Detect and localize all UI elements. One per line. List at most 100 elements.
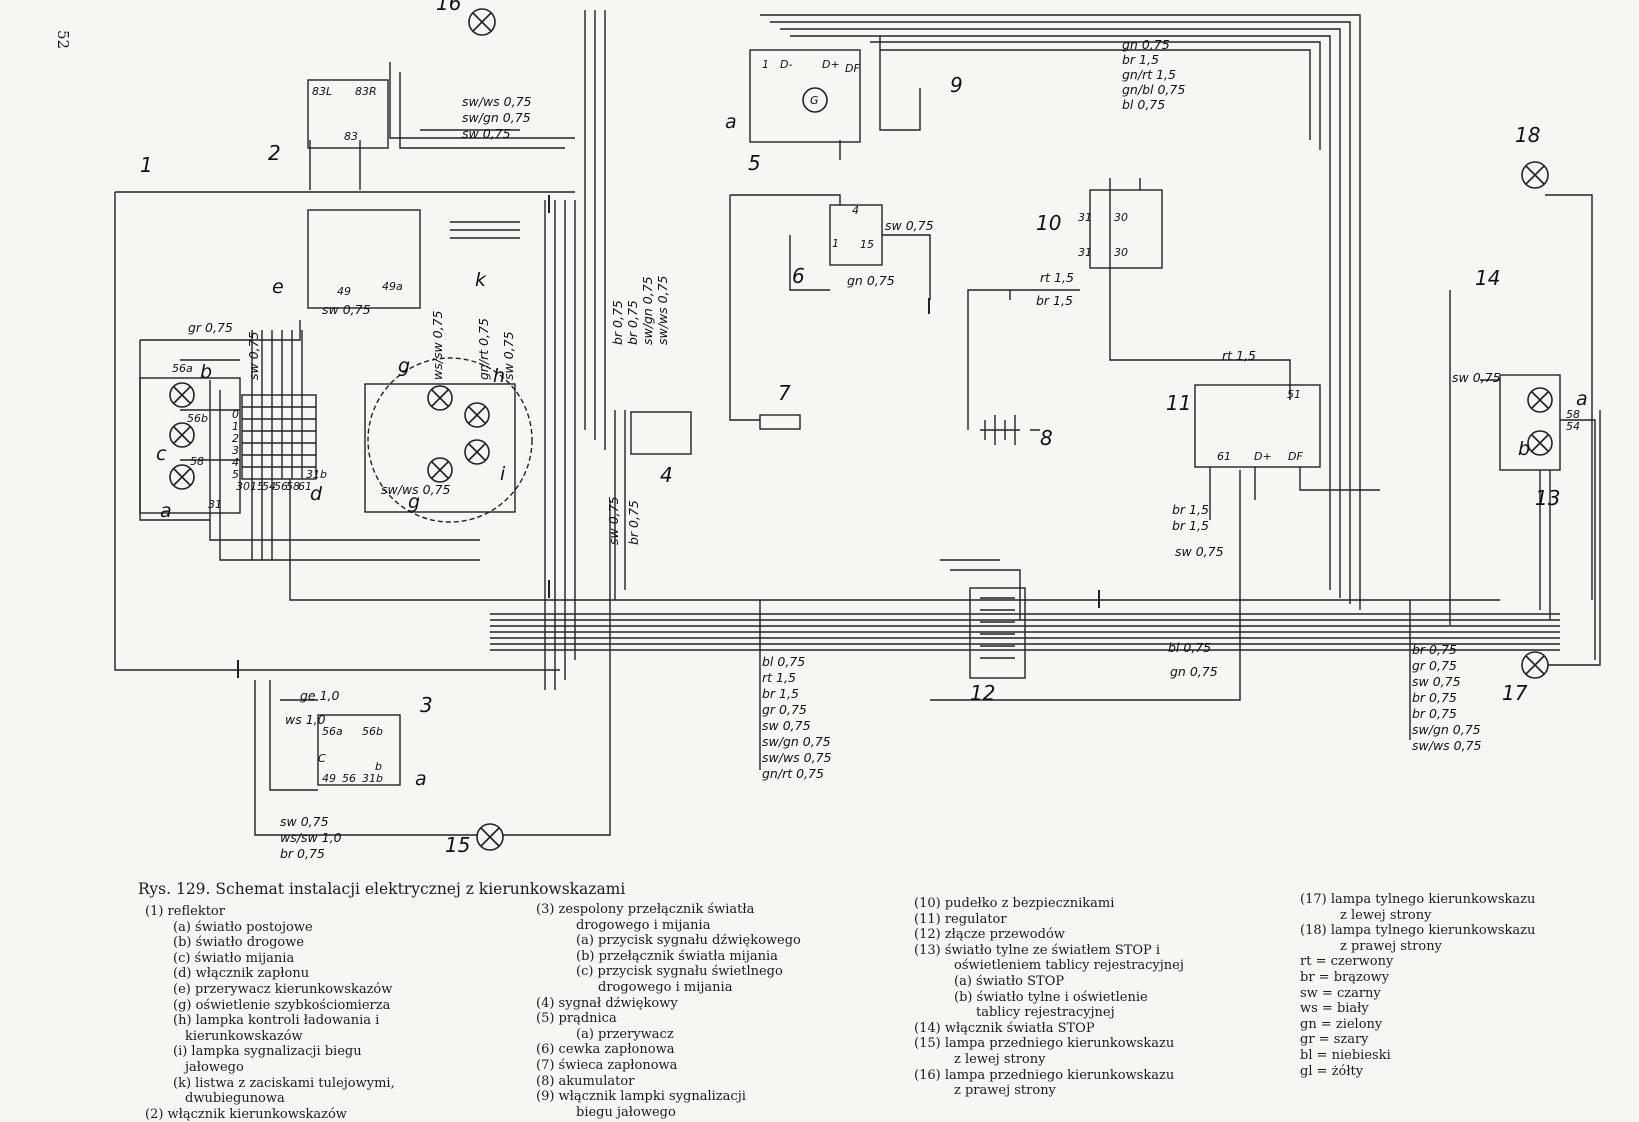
label-17: 17: [1502, 681, 1528, 705]
svg-text:sw/ws 0,75: sw/ws 0,75: [655, 275, 670, 345]
legend-item: ws = biały: [1300, 1001, 1369, 1017]
legend-item: rt = czerwony: [1300, 954, 1394, 970]
letter-g1: g: [398, 355, 410, 377]
legend-item: (a) światło postojowe: [173, 919, 313, 935]
legend-item: bl = niebieski: [1300, 1047, 1391, 1063]
svg-text:30: 30: [1114, 246, 1128, 259]
svg-text:br 0,75: br 0,75: [625, 300, 640, 345]
svg-text:gr 0,75: gr 0,75: [1412, 658, 1457, 673]
label-3: 3: [420, 693, 433, 717]
lamp-13a-icon: [1527, 387, 1553, 413]
legend-item: sw = czarny: [1300, 985, 1381, 1001]
svg-text:br 0,75: br 0,75: [626, 500, 641, 545]
label-15: 15: [445, 833, 470, 857]
svg-text:ws 1,0: ws 1,0: [285, 712, 326, 727]
lamp-h-icon: [464, 402, 490, 428]
legend-item: (g) oświetlenie szybkościomierza: [173, 997, 391, 1013]
svg-text:15: 15: [250, 480, 264, 493]
label-13: 13: [1535, 486, 1560, 510]
legend-item: (8) akumulator: [536, 1073, 635, 1089]
ground-ticks: [237, 195, 1100, 678]
svg-text:15: 15: [860, 238, 874, 251]
legend-item: (d) włącznik zapłonu: [173, 966, 310, 982]
svg-text:sw 0,75: sw 0,75: [606, 496, 621, 545]
svg-text:bl 0,75: bl 0,75: [1122, 97, 1165, 112]
legend-item: (2) włącznik kierunkowskazów: [145, 1106, 347, 1122]
svg-text:31: 31: [1078, 211, 1092, 224]
svg-text:31: 31: [208, 498, 222, 511]
svg-text:83L: 83L: [312, 85, 332, 98]
legend-item: (3) zespolony przełącznik światła: [536, 902, 755, 917]
legend-item: (9) włącznik lampki sygnalizacji: [536, 1089, 746, 1105]
svg-text:3: 3: [232, 444, 239, 457]
svg-text:30: 30: [236, 480, 250, 493]
letter-i: i: [500, 463, 506, 485]
legend-item: z lewej strony: [954, 1051, 1046, 1067]
svg-text:sw 0,75: sw 0,75: [1452, 370, 1501, 385]
svg-text:sw 0,75: sw 0,75: [280, 814, 329, 829]
legend-item: (16) lampa przedniego kierunkowskazu: [914, 1067, 1175, 1083]
svg-text:sw 0,75: sw 0,75: [885, 218, 934, 233]
wire-labels: sw/ws 0,75 sw/gn 0,75 sw 0,75 gn 0,75 br…: [188, 37, 1501, 861]
legend-item: z lewej strony: [1340, 907, 1432, 923]
legend-item: gn = zielony: [1300, 1016, 1383, 1032]
svg-text:56a: 56a: [172, 362, 193, 375]
legend-item: (12) złącze przewodów: [914, 927, 1065, 943]
legend-item: (i) lampka sygnalizacji biegu: [173, 1044, 362, 1060]
label-7: 7: [778, 381, 791, 405]
legend-item: (17) lampa tylnego kierunkowskazu: [1300, 892, 1536, 907]
lamp-b-icon: [169, 382, 195, 408]
svg-text:83R: 83R: [355, 85, 377, 98]
lamp-18-icon: [1521, 161, 1549, 189]
svg-text:49a: 49a: [382, 280, 403, 293]
svg-text:5: 5: [232, 468, 239, 481]
svg-text:1: 1: [832, 237, 839, 250]
legend-item: jałowego: [185, 1059, 244, 1075]
component-letter-labels: b c a e d g h i g k a a b a: [156, 111, 1588, 790]
label-2: 2: [268, 141, 281, 165]
svg-text:gr 0,75: gr 0,75: [762, 702, 807, 717]
lamp-a-icon: [169, 464, 195, 490]
wiring-diagram: 1 2 3 4 5 6 7 8 9 10 11 12 13 14 15 16 1…: [114, 0, 1601, 861]
svg-text:gr 0,75: gr 0,75: [188, 320, 233, 335]
svg-text:br 1,5: br 1,5: [1172, 502, 1209, 517]
letter-g2: g: [408, 491, 420, 513]
svg-text:56b: 56b: [362, 725, 383, 738]
svg-text:sw/ws 0,75: sw/ws 0,75: [1412, 738, 1482, 753]
figure-caption: Rys. 129. Schemat instalacji elektryczne…: [138, 880, 626, 898]
svg-text:58: 58: [1566, 408, 1580, 421]
label-8: 8: [1040, 426, 1053, 450]
letter-b: b: [200, 361, 212, 383]
lamp-i-icon: [464, 439, 490, 465]
legend-item: gl = żółty: [1300, 1063, 1364, 1079]
lamp-13b-icon: [1527, 430, 1553, 456]
svg-text:sw 0,75: sw 0,75: [1175, 544, 1224, 559]
wiring-lines: [114, 10, 1601, 836]
svg-text:58: 58: [286, 480, 300, 493]
svg-text:bl 0,75: bl 0,75: [762, 654, 805, 669]
legend-item: oświetleniem tablicy rejestracyjnej: [954, 958, 1184, 974]
letter-h: h: [493, 365, 505, 387]
svg-text:DF: DF: [1288, 450, 1303, 463]
svg-text:sw 0,75: sw 0,75: [1412, 674, 1461, 689]
svg-text:61: 61: [298, 480, 312, 493]
svg-text:br 1,5: br 1,5: [1122, 52, 1159, 67]
svg-text:br 1,5: br 1,5: [762, 686, 799, 701]
component-number-labels: 1 2 3 4 5 6 7 8 9 10 11 12 13 14 15 16 1…: [140, 0, 1560, 857]
legend-item: z prawej strony: [1340, 938, 1442, 954]
legend-item: (14) włącznik światła STOP: [914, 1020, 1095, 1036]
legend-item: (b) przełącznik światła mijania: [576, 948, 778, 964]
svg-text:ws/sw 1,0: ws/sw 1,0: [280, 830, 342, 845]
legend-item: dwubiegunowa: [185, 1091, 285, 1107]
svg-text:D-: D-: [780, 58, 792, 71]
svg-text:54: 54: [1566, 420, 1580, 433]
legend-item: tablicy rejestracyjnej: [976, 1005, 1115, 1021]
svg-text:1: 1: [232, 420, 239, 433]
svg-text:gn 0,75: gn 0,75: [1122, 37, 1170, 52]
legend-item: (15) lampa przedniego kierunkowskazu: [914, 1036, 1175, 1052]
legend-item: (5) prądnica: [536, 1011, 617, 1027]
svg-text:0: 0: [232, 408, 239, 421]
legend-item: (10) pudełko z bezpiecznikami: [914, 896, 1115, 911]
svg-text:gn/rt 1,5: gn/rt 1,5: [1122, 67, 1176, 82]
svg-text:gn 0,75: gn 0,75: [847, 273, 895, 288]
